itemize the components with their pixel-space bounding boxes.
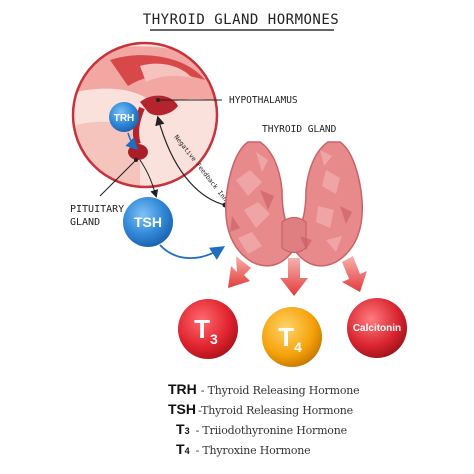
thyroid-right-lobe (295, 141, 364, 267)
t4-label: T4 (278, 322, 302, 355)
legend-row-t4: T 4 - Thyroxine Hormone (168, 441, 468, 461)
legend-desc: - Triiodothyronine Hormone (195, 424, 348, 437)
legend-row-trh: TRH - Thyroid Releasing Hormone (168, 381, 468, 401)
t3-subscript: 3 (210, 331, 218, 347)
pituitary-gland-shape (128, 144, 148, 160)
pituitary-label-line1: PITUITARY (70, 204, 124, 215)
t3-circle (178, 299, 238, 359)
pituitary-label-line2: GLAND (70, 217, 100, 228)
pituitary-pointer (99, 159, 137, 197)
tsh-circle (123, 197, 173, 247)
hypothalamus-shape (140, 95, 178, 116)
feedback-line (155, 115, 226, 206)
thyroid-gland (224, 141, 364, 267)
pituitary-to-tsh-arrow (139, 159, 159, 198)
tsh-bubble: TSH (123, 197, 173, 247)
calcitonin-label: Calcitonin (353, 323, 401, 334)
hormone-arrows (228, 256, 367, 296)
thyroid-texture-right (316, 150, 342, 252)
legend-row-t3: T 3 - Triiodothyronine Hormone (168, 421, 468, 441)
legend-desc: -Thyroid Releasing Hormone (198, 404, 353, 417)
thyroid-gland-label: THYROID GLAND (262, 124, 337, 135)
thyroid-isthmus (281, 216, 307, 254)
trh-circle (109, 102, 139, 132)
trh-label: TRH (114, 113, 135, 124)
legend-abbr: TSH (168, 401, 196, 417)
t4-circle (262, 307, 322, 367)
t3-letter: T (194, 314, 210, 344)
legend-abbr: TRH (168, 381, 197, 397)
legend-row-tsh: TSH -Thyroid Releasing Hormone (168, 401, 468, 421)
tsh-to-thyroid-arrow (159, 244, 226, 260)
arrow-to-calcitonin (342, 256, 367, 292)
hypothalamus-label: HYPOTHALAMUS (229, 95, 298, 106)
hypothalamus-dot (156, 98, 160, 102)
page-title: THYROID GLAND HORMONES (143, 12, 339, 28)
brain-zoom (71, 41, 219, 189)
t4-subscript: 4 (294, 339, 302, 355)
calcitonin-circle (347, 298, 407, 358)
trh-arrow (125, 132, 139, 151)
arrow-to-t4 (280, 258, 308, 296)
legend: TRH - Thyroid Releasing Hormone TSH -Thy… (168, 381, 468, 461)
trh-bubble: TRH (109, 102, 139, 132)
brain-lower-tissue (73, 121, 140, 187)
legend-abbr: T (176, 441, 185, 457)
t4-bubble: T4 (262, 307, 322, 367)
legend-desc: - Thyroid Releasing Hormone (200, 384, 360, 397)
t3-label: T3 (194, 314, 218, 347)
title-group: THYROID GLAND HORMONES (143, 12, 339, 31)
legend-sub: 4 (184, 446, 190, 456)
calcitonin-bubble: Calcitonin (347, 298, 407, 358)
tsh-label: TSH (134, 214, 162, 230)
t4-letter: T (278, 322, 294, 352)
arrow-to-t3 (228, 256, 251, 288)
thyroid-texture-left (236, 152, 270, 254)
brain-fold-inner (140, 63, 192, 82)
pituitary-dot (134, 158, 138, 162)
t3-bubble: T3 (178, 299, 238, 359)
brain-circle-border (71, 41, 219, 189)
legend-desc: - Thyroxine Hormone (195, 444, 311, 457)
legend-abbr: T (176, 421, 185, 437)
legend-sub: 3 (184, 426, 190, 436)
